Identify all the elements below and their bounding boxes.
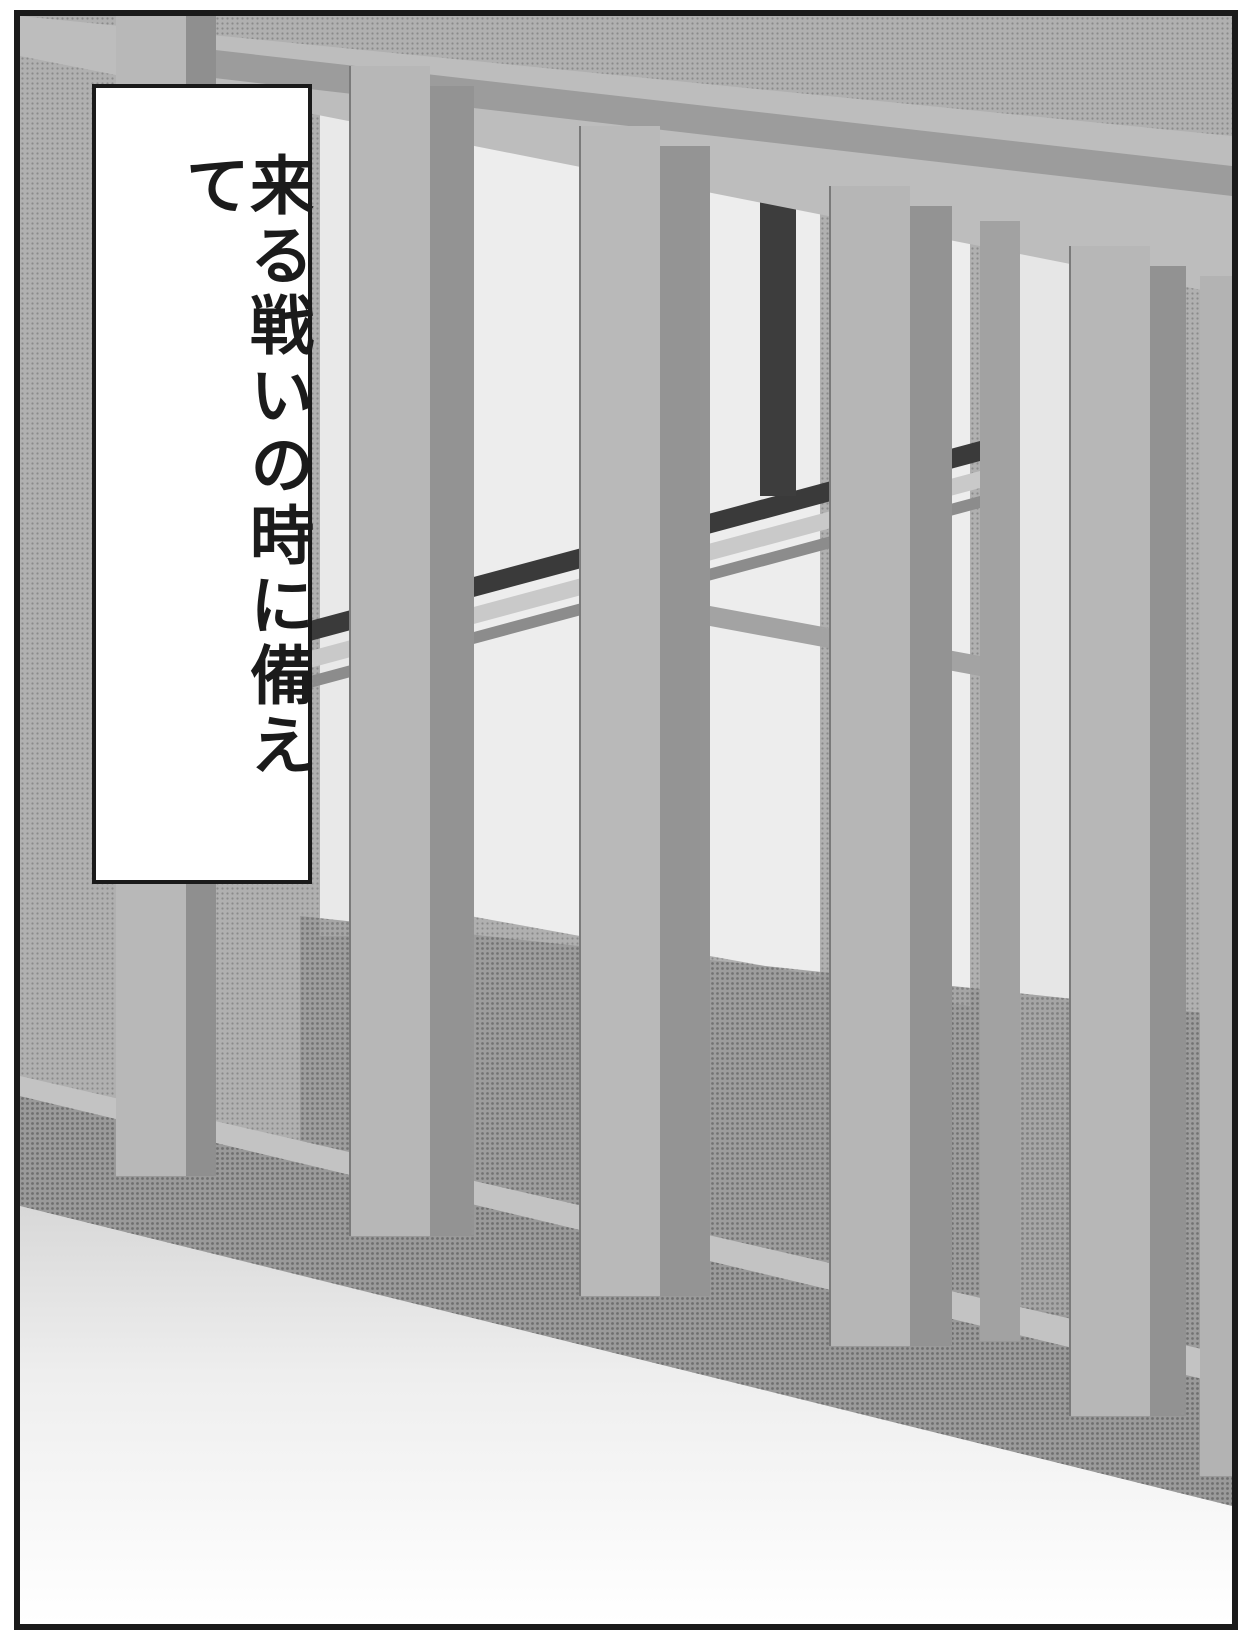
floor xyxy=(20,1206,1232,1624)
opening-1 xyxy=(320,76,350,936)
stud-edges xyxy=(349,66,1071,1416)
bottom-plate xyxy=(20,1096,1232,1506)
wall-frame-illustration xyxy=(20,16,1232,1624)
top-plate-shadow xyxy=(180,46,1232,196)
caption-box: 来る戦いの時に備えて xyxy=(92,84,313,884)
back-post xyxy=(760,176,796,496)
opening-2 xyxy=(470,106,580,936)
manga-panel: 来る戦いの時に備えて xyxy=(14,10,1238,1630)
caption-text: 来る戦いの時に備えて xyxy=(175,152,313,782)
